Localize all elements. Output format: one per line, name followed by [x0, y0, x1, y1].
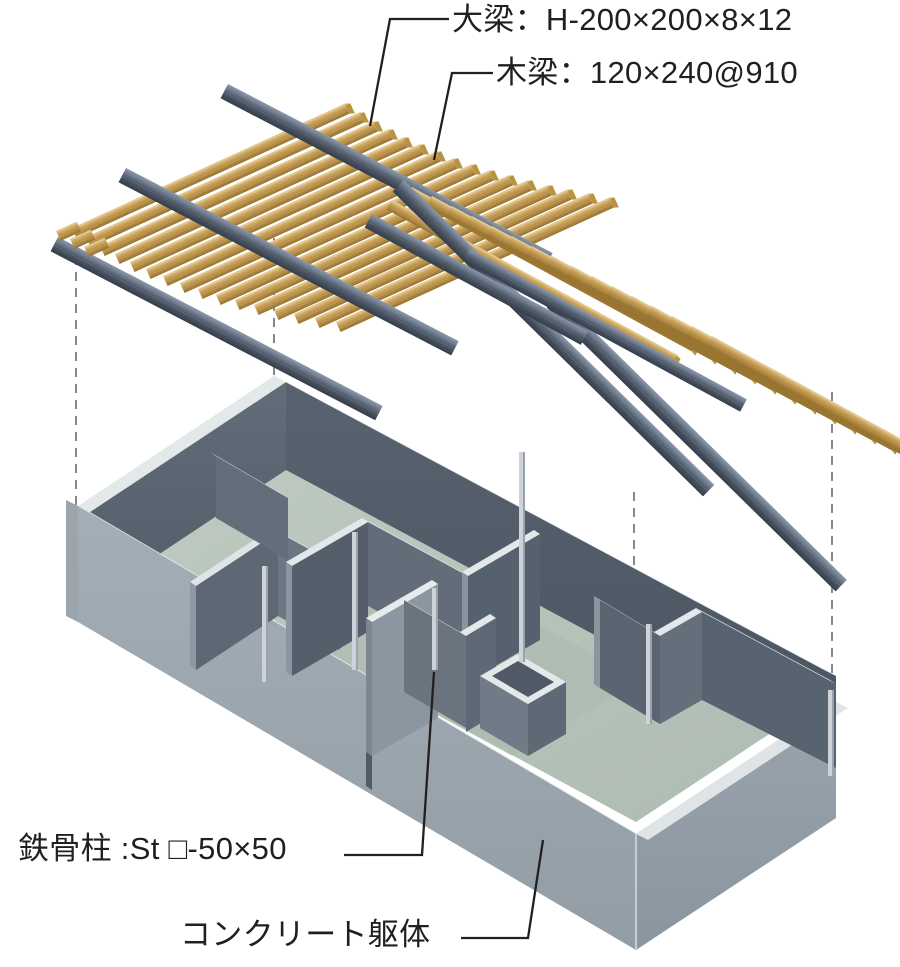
- leader-line-concrete: [461, 839, 545, 940]
- steel-column-label: 鉄骨柱 :St □-50×50: [18, 831, 287, 866]
- leader-line-column: [344, 671, 436, 857]
- partition-j-face: [660, 612, 702, 724]
- steel-column-4: [519, 452, 525, 662]
- steel-column-2: [352, 532, 358, 670]
- duct-shaft: [480, 654, 566, 756]
- wall-front-right-outer: [636, 702, 836, 950]
- partition-l-top: [210, 452, 288, 498]
- leader-line-girder: [368, 17, 449, 127]
- leader-line-woodbeam: [432, 71, 493, 161]
- wood-beam-label: 木梁：120×240@910: [496, 55, 798, 90]
- steel-column-set: [262, 452, 834, 776]
- partition-c-top: [286, 518, 368, 566]
- steel-girder-label: 大梁：H-200×200×8×12: [452, 2, 793, 37]
- wall-back-right-top: [274, 376, 836, 676]
- partition-k-top: [696, 608, 836, 684]
- partition-f-side: [366, 618, 372, 756]
- partition-c-face: [292, 522, 368, 676]
- steel-column-6: [828, 690, 834, 776]
- steel-column-1: [262, 566, 268, 682]
- partition-f-top: [366, 580, 438, 622]
- leader-lines: [344, 17, 545, 940]
- partition-i-side: [594, 596, 600, 688]
- partition-a-face: [196, 532, 278, 670]
- partition-j-top: [654, 608, 702, 636]
- partition-a-side: [190, 582, 196, 670]
- duct-shaft-right-face: [528, 682, 566, 756]
- partition-i-face: [600, 600, 660, 724]
- concrete-structure-label: コンクリート躯体: [180, 917, 431, 952]
- wall-left-end-outer: [66, 500, 78, 622]
- partition-a-top: [190, 528, 278, 586]
- partition-d-top: [362, 518, 468, 576]
- duct-shaft-hole: [492, 661, 554, 697]
- interior-partition-walls: [190, 452, 836, 768]
- duct-shaft-left-face: [480, 676, 528, 756]
- partition-l-face: [216, 456, 288, 560]
- steel-column-3: [432, 588, 438, 670]
- floor-shadow-gap: [366, 752, 372, 790]
- partition-k-face: [702, 612, 836, 768]
- partition-h-top: [460, 614, 496, 636]
- steel-column-5: [646, 624, 652, 724]
- wall-back-left-top: [78, 376, 286, 512]
- partition-i-top: [594, 596, 660, 636]
- partition-c-side: [286, 562, 292, 676]
